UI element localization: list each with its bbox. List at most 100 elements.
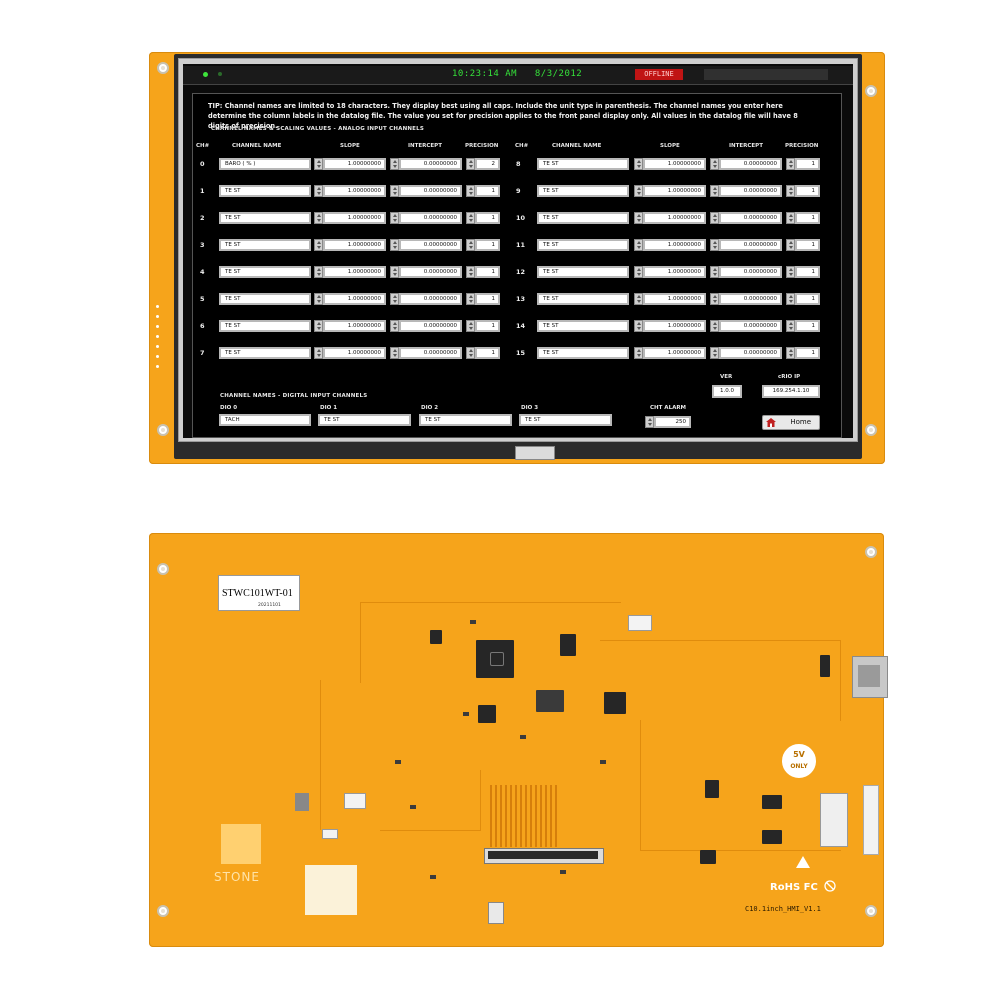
- precision-stepper[interactable]: 1: [466, 185, 500, 197]
- channel-name-field[interactable]: TE ST: [219, 293, 311, 305]
- spin-arrows-icon[interactable]: [314, 212, 323, 224]
- slope-value[interactable]: 1.00000000: [323, 185, 386, 197]
- precision-stepper[interactable]: 1: [466, 293, 500, 305]
- dio-field[interactable]: TE ST: [419, 414, 512, 426]
- slope-stepper[interactable]: 1.00000000: [314, 239, 386, 251]
- spin-arrows-icon[interactable]: [314, 347, 323, 359]
- spin-arrows-icon[interactable]: [466, 185, 475, 197]
- spin-arrows-icon[interactable]: [390, 212, 399, 224]
- slope-value[interactable]: 1.00000000: [323, 347, 386, 359]
- spin-arrows-icon[interactable]: [786, 347, 795, 359]
- precision-value[interactable]: 1: [795, 293, 820, 305]
- slope-value[interactable]: 1.00000000: [323, 320, 386, 332]
- slope-value[interactable]: 1.00000000: [323, 266, 386, 278]
- spin-arrows-icon[interactable]: [786, 293, 795, 305]
- slope-value[interactable]: 1.00000000: [643, 185, 706, 197]
- channel-name-field[interactable]: TE ST: [219, 347, 311, 359]
- slope-stepper[interactable]: 1.00000000: [634, 347, 706, 359]
- slope-stepper[interactable]: 1.00000000: [634, 320, 706, 332]
- slope-value[interactable]: 1.00000000: [643, 320, 706, 332]
- channel-name-field[interactable]: BARO ( % ): [219, 158, 311, 170]
- precision-value[interactable]: 2: [475, 158, 500, 170]
- spin-arrows-icon[interactable]: [710, 158, 719, 170]
- cht-alarm-value[interactable]: 250: [654, 416, 691, 428]
- slope-value[interactable]: 1.00000000: [643, 347, 706, 359]
- slope-value[interactable]: 1.00000000: [643, 158, 706, 170]
- channel-name-field[interactable]: TE ST: [537, 320, 629, 332]
- channel-name-field[interactable]: TE ST: [537, 347, 629, 359]
- slope-value[interactable]: 1.00000000: [323, 158, 386, 170]
- precision-stepper[interactable]: 1: [786, 239, 820, 251]
- spin-arrows-icon[interactable]: [634, 320, 643, 332]
- intercept-stepper[interactable]: 0.00000000: [710, 347, 782, 359]
- intercept-value[interactable]: 0.00000000: [399, 347, 462, 359]
- precision-value[interactable]: 1: [795, 239, 820, 251]
- precision-stepper[interactable]: 1: [786, 320, 820, 332]
- precision-stepper[interactable]: 1: [786, 266, 820, 278]
- precision-stepper[interactable]: 1: [466, 347, 500, 359]
- spin-arrows-icon[interactable]: [390, 293, 399, 305]
- dio-field[interactable]: TE ST: [318, 414, 411, 426]
- precision-stepper[interactable]: 1: [786, 158, 820, 170]
- precision-stepper[interactable]: 1: [466, 320, 500, 332]
- slope-stepper[interactable]: 1.00000000: [314, 320, 386, 332]
- spin-arrows-icon[interactable]: [466, 320, 475, 332]
- intercept-value[interactable]: 0.00000000: [399, 185, 462, 197]
- spin-arrows-icon[interactable]: [634, 212, 643, 224]
- spin-arrows-icon[interactable]: [634, 158, 643, 170]
- spin-arrows-icon[interactable]: [786, 239, 795, 251]
- precision-value[interactable]: 1: [475, 185, 500, 197]
- precision-value[interactable]: 1: [795, 185, 820, 197]
- spin-arrows-icon[interactable]: [390, 239, 399, 251]
- slope-stepper[interactable]: 1.00000000: [314, 185, 386, 197]
- spin-arrows-icon[interactable]: [466, 239, 475, 251]
- spin-arrows-icon[interactable]: [466, 158, 475, 170]
- intercept-stepper[interactable]: 0.00000000: [390, 320, 462, 332]
- intercept-value[interactable]: 0.00000000: [719, 212, 782, 224]
- home-icon[interactable]: [766, 418, 776, 427]
- ver-field[interactable]: 1.0.0: [712, 385, 742, 398]
- intercept-stepper[interactable]: 0.00000000: [390, 185, 462, 197]
- intercept-value[interactable]: 0.00000000: [719, 293, 782, 305]
- spin-arrows-icon[interactable]: [786, 158, 795, 170]
- channel-name-field[interactable]: TE ST: [219, 320, 311, 332]
- spin-arrows-icon[interactable]: [314, 239, 323, 251]
- spin-arrows-icon[interactable]: [466, 266, 475, 278]
- spin-arrows-icon[interactable]: [466, 212, 475, 224]
- spin-arrows-icon[interactable]: [390, 185, 399, 197]
- intercept-value[interactable]: 0.00000000: [399, 239, 462, 251]
- slope-stepper[interactable]: 1.00000000: [314, 158, 386, 170]
- channel-name-field[interactable]: TE ST: [537, 293, 629, 305]
- intercept-stepper[interactable]: 0.00000000: [710, 266, 782, 278]
- intercept-stepper[interactable]: 0.00000000: [390, 266, 462, 278]
- precision-value[interactable]: 1: [795, 158, 820, 170]
- intercept-stepper[interactable]: 0.00000000: [390, 158, 462, 170]
- channel-name-field[interactable]: TE ST: [219, 185, 311, 197]
- precision-value[interactable]: 1: [795, 266, 820, 278]
- spin-arrows-icon[interactable]: [710, 293, 719, 305]
- cht-alarm-stepper[interactable]: 250: [645, 416, 691, 428]
- spin-arrows-icon[interactable]: [390, 158, 399, 170]
- slope-stepper[interactable]: 1.00000000: [634, 212, 706, 224]
- spin-arrows-icon[interactable]: [634, 185, 643, 197]
- precision-value[interactable]: 1: [795, 212, 820, 224]
- spin-arrows-icon[interactable]: [466, 347, 475, 359]
- channel-name-field[interactable]: TE ST: [537, 239, 629, 251]
- slope-stepper[interactable]: 1.00000000: [634, 266, 706, 278]
- precision-stepper[interactable]: 2: [466, 158, 500, 170]
- intercept-stepper[interactable]: 0.00000000: [710, 212, 782, 224]
- spin-arrows-icon[interactable]: [634, 239, 643, 251]
- channel-name-field[interactable]: TE ST: [219, 266, 311, 278]
- intercept-stepper[interactable]: 0.00000000: [710, 185, 782, 197]
- precision-stepper[interactable]: 1: [466, 212, 500, 224]
- intercept-value[interactable]: 0.00000000: [399, 266, 462, 278]
- slope-value[interactable]: 1.00000000: [643, 293, 706, 305]
- spin-arrows-icon[interactable]: [314, 293, 323, 305]
- channel-name-field[interactable]: TE ST: [537, 266, 629, 278]
- slope-stepper[interactable]: 1.00000000: [314, 212, 386, 224]
- channel-name-field[interactable]: TE ST: [219, 212, 311, 224]
- precision-value[interactable]: 1: [475, 293, 500, 305]
- intercept-stepper[interactable]: 0.00000000: [390, 239, 462, 251]
- precision-value[interactable]: 1: [795, 320, 820, 332]
- intercept-stepper[interactable]: 0.00000000: [710, 293, 782, 305]
